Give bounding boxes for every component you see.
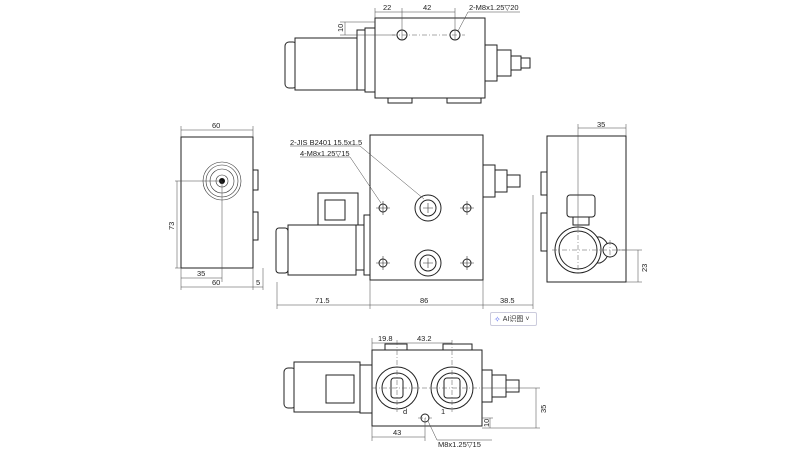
- front-hole-callout: 4-M8x1.25▽15: [300, 149, 350, 158]
- dim-38-5: 38.5: [500, 296, 515, 305]
- left-view: [175, 126, 264, 290]
- dim-86: 86: [420, 296, 428, 305]
- dim-42: 42: [423, 3, 431, 12]
- dim-43: 43: [393, 428, 401, 437]
- port-t-label: 1: [441, 407, 445, 416]
- dim-35-left: 35: [197, 269, 205, 278]
- dim-43-2: 43.2: [417, 334, 432, 343]
- dim-35-bottom: 35: [539, 405, 548, 413]
- chevron-down-icon: ˅: [525, 315, 530, 323]
- dim-19-8: 19.8: [378, 334, 393, 343]
- bottom-view: [283, 338, 540, 441]
- port-callout: 2-JIS B2401 15.5x1.5: [290, 138, 362, 147]
- top-view: [284, 8, 531, 104]
- dim-60-bottom: 60: [212, 278, 220, 287]
- dim-10: 10: [336, 24, 345, 32]
- dim-5: 5: [256, 278, 260, 287]
- sparkle-icon: ✧: [494, 314, 501, 324]
- right-view: [540, 124, 642, 283]
- dim-35-right: 35: [597, 120, 605, 129]
- dim-73: 73: [167, 222, 176, 230]
- front-view: [275, 134, 534, 309]
- bottom-hole-callout: M8x1.25▽15: [438, 440, 481, 449]
- dim-60-top: 60: [212, 121, 220, 130]
- ai-recognize-label: AI识图: [502, 316, 524, 323]
- hole-callout: 2-M8x1.25▽20: [469, 3, 519, 12]
- dim-23: 23: [640, 264, 649, 272]
- port-p-label: d: [403, 407, 407, 416]
- dim-71-5: 71.5: [315, 296, 330, 305]
- dim-10-bottom: 10: [482, 419, 491, 427]
- dim-22: 22: [383, 3, 391, 12]
- valve-block: [374, 17, 486, 99]
- ai-recognize-button[interactable]: ✧ AI识图 ˅: [490, 312, 537, 326]
